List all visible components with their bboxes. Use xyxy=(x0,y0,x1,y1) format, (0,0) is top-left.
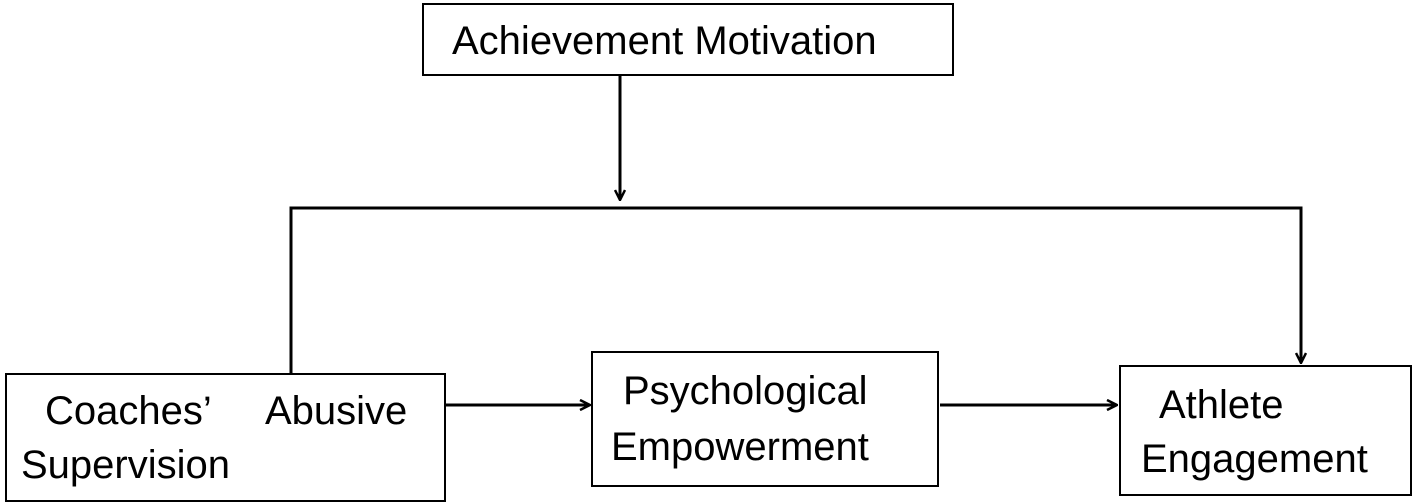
psychological-empowerment-box: Psychological Empowerment xyxy=(591,351,939,487)
achievement-motivation-box: Achievement Motivation xyxy=(422,3,954,76)
direct-path-arrow xyxy=(289,206,1301,373)
psychological-empowerment-line2: Empowerment xyxy=(611,425,869,469)
athlete-engagement-line1: Athlete xyxy=(1159,383,1284,427)
achievement-motivation-label: Achievement Motivation xyxy=(452,19,877,63)
athlete-engagement-line2: Engagement xyxy=(1141,437,1368,481)
coaches-label-word1: Coaches’ xyxy=(45,389,212,433)
coaches-label-line2: Supervision xyxy=(21,443,231,487)
coaches-abusive-supervision-box: Coaches’ Abusive Supervision xyxy=(5,373,446,502)
psychological-empowerment-line1: Psychological xyxy=(623,369,868,413)
athlete-engagement-box: Athlete Engagement xyxy=(1119,365,1412,496)
coaches-label-word2: Abusive xyxy=(265,389,408,433)
